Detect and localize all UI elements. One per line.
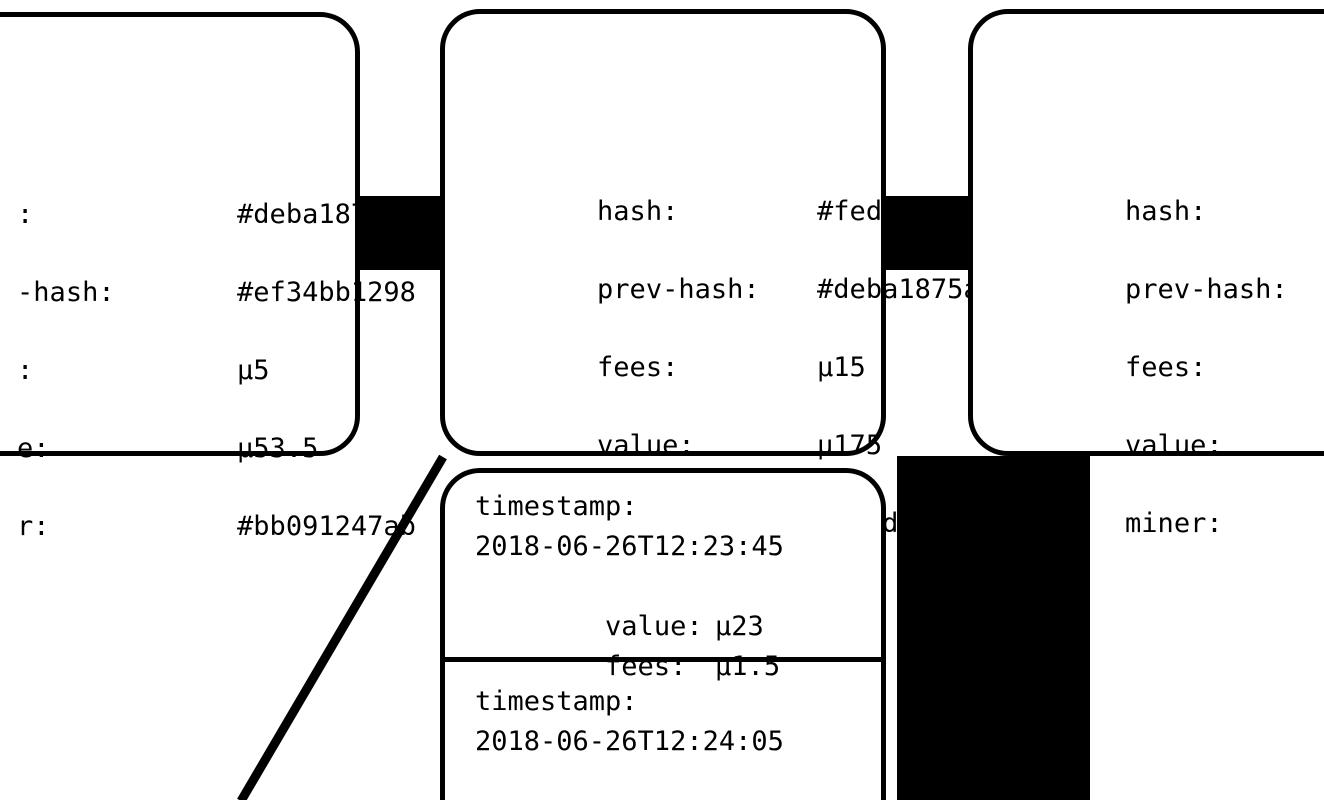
transaction-entry[interactable]: timestamp: 2018-06-26T12:24:05 value:µ52 bbox=[445, 662, 881, 800]
block-middle-row-fees: fees: µ15 bbox=[467, 308, 996, 383]
block-left-row-value: e: µ53.5 bbox=[0, 389, 416, 464]
block-right-row-hash: hash:#baba19 bbox=[995, 152, 1324, 227]
block-right-row-fees: fees:µ125 bbox=[995, 308, 1324, 383]
field-key: value: bbox=[597, 430, 695, 461]
field-key: -hash: bbox=[17, 277, 115, 308]
transaction-value-row: value: µ23 bbox=[475, 567, 881, 642]
block-middle-row-value: value: µ175 bbox=[467, 386, 996, 461]
transaction-entry[interactable]: timestamp: 2018-06-26T12:23:45 value: µ23… bbox=[445, 473, 881, 682]
field-key: hash: bbox=[1125, 196, 1207, 227]
field-key: : bbox=[17, 355, 34, 386]
field-key: value: bbox=[605, 611, 703, 642]
field-value: µ175 bbox=[817, 430, 883, 461]
field-key: e: bbox=[17, 433, 50, 464]
block-right-row-prev-hash: prev-hash:#feda12 bbox=[995, 230, 1324, 305]
field-key: fees: bbox=[605, 651, 687, 682]
chain-connector-middle-right bbox=[884, 196, 972, 270]
field-value: #feda1276ca bbox=[817, 196, 996, 227]
field-value: µ1.5 bbox=[715, 651, 781, 682]
field-key: hash: bbox=[597, 196, 679, 227]
block-left-row-hash: : #deba1875ac bbox=[0, 155, 416, 230]
transaction-timestamp-value: 2018-06-26T12:24:05 bbox=[475, 726, 784, 757]
field-value: µ15 bbox=[817, 352, 866, 383]
block-middle-row-prev-hash: prev-hash: #deba1875ac bbox=[467, 230, 996, 305]
transaction-value-row: value:µ52 bbox=[475, 762, 881, 800]
block-right-row-value: value:µ1083.9 bbox=[995, 386, 1324, 461]
block-right-row-miner: miner:#aa1234 bbox=[995, 464, 1324, 539]
block-card-left[interactable]: : #deba1875ac -hash: #ef34bb1298 : µ5 e: µ53… bbox=[0, 12, 416, 542]
field-key: prev-hash: bbox=[1125, 274, 1288, 305]
transaction-timestamp-label: timestamp: bbox=[475, 686, 638, 717]
field-key: miner: bbox=[1125, 508, 1223, 539]
field-key: r: bbox=[17, 511, 50, 542]
block-card-right[interactable]: hash:#baba19 prev-hash:#feda12 fees:µ125… bbox=[968, 9, 1324, 539]
transaction-timestamp-label: timestamp: bbox=[475, 491, 638, 522]
field-value: #bb091247ab bbox=[237, 511, 416, 542]
field-key: : bbox=[17, 199, 34, 230]
field-value: µ5 bbox=[237, 355, 270, 386]
block-left-row-fees: : µ5 bbox=[0, 311, 416, 386]
field-key: fees: bbox=[597, 352, 679, 383]
black-slab-region bbox=[897, 456, 1090, 800]
block-right-fields: hash:#baba19 prev-hash:#feda12 fees:µ125… bbox=[995, 114, 1324, 542]
field-value: #ef34bb1298 bbox=[237, 277, 416, 308]
transaction-list-card[interactable]: timestamp: 2018-06-26T12:23:45 value: µ23… bbox=[440, 468, 886, 800]
block-left-row-miner: r: #bb091247ab bbox=[0, 467, 416, 542]
field-value: #deba1875ac bbox=[817, 274, 996, 305]
field-key: fees: bbox=[1125, 352, 1207, 383]
block-card-middle[interactable]: hash: #feda1276ca prev-hash: #deba1875ac f… bbox=[440, 9, 996, 539]
block-left-row-prev-hash: -hash: #ef34bb1298 bbox=[0, 233, 416, 308]
block-middle-row-hash: hash: #feda1276ca bbox=[467, 152, 996, 227]
transaction-fees-row: fees: µ1.5 bbox=[475, 607, 881, 682]
field-value: µ53.5 bbox=[237, 433, 319, 464]
field-value: #deba1875ac bbox=[237, 199, 416, 230]
field-key: prev-hash: bbox=[597, 274, 760, 305]
block-left-fields: : #deba1875ac -hash: #ef34bb1298 : µ5 e: µ53… bbox=[0, 117, 416, 545]
field-key: value: bbox=[1125, 430, 1223, 461]
field-value: µ23 bbox=[715, 611, 764, 642]
chain-connector-left-middle bbox=[356, 196, 444, 270]
transaction-divider bbox=[445, 657, 881, 662]
transaction-timestamp-value: 2018-06-26T12:23:45 bbox=[475, 531, 784, 562]
